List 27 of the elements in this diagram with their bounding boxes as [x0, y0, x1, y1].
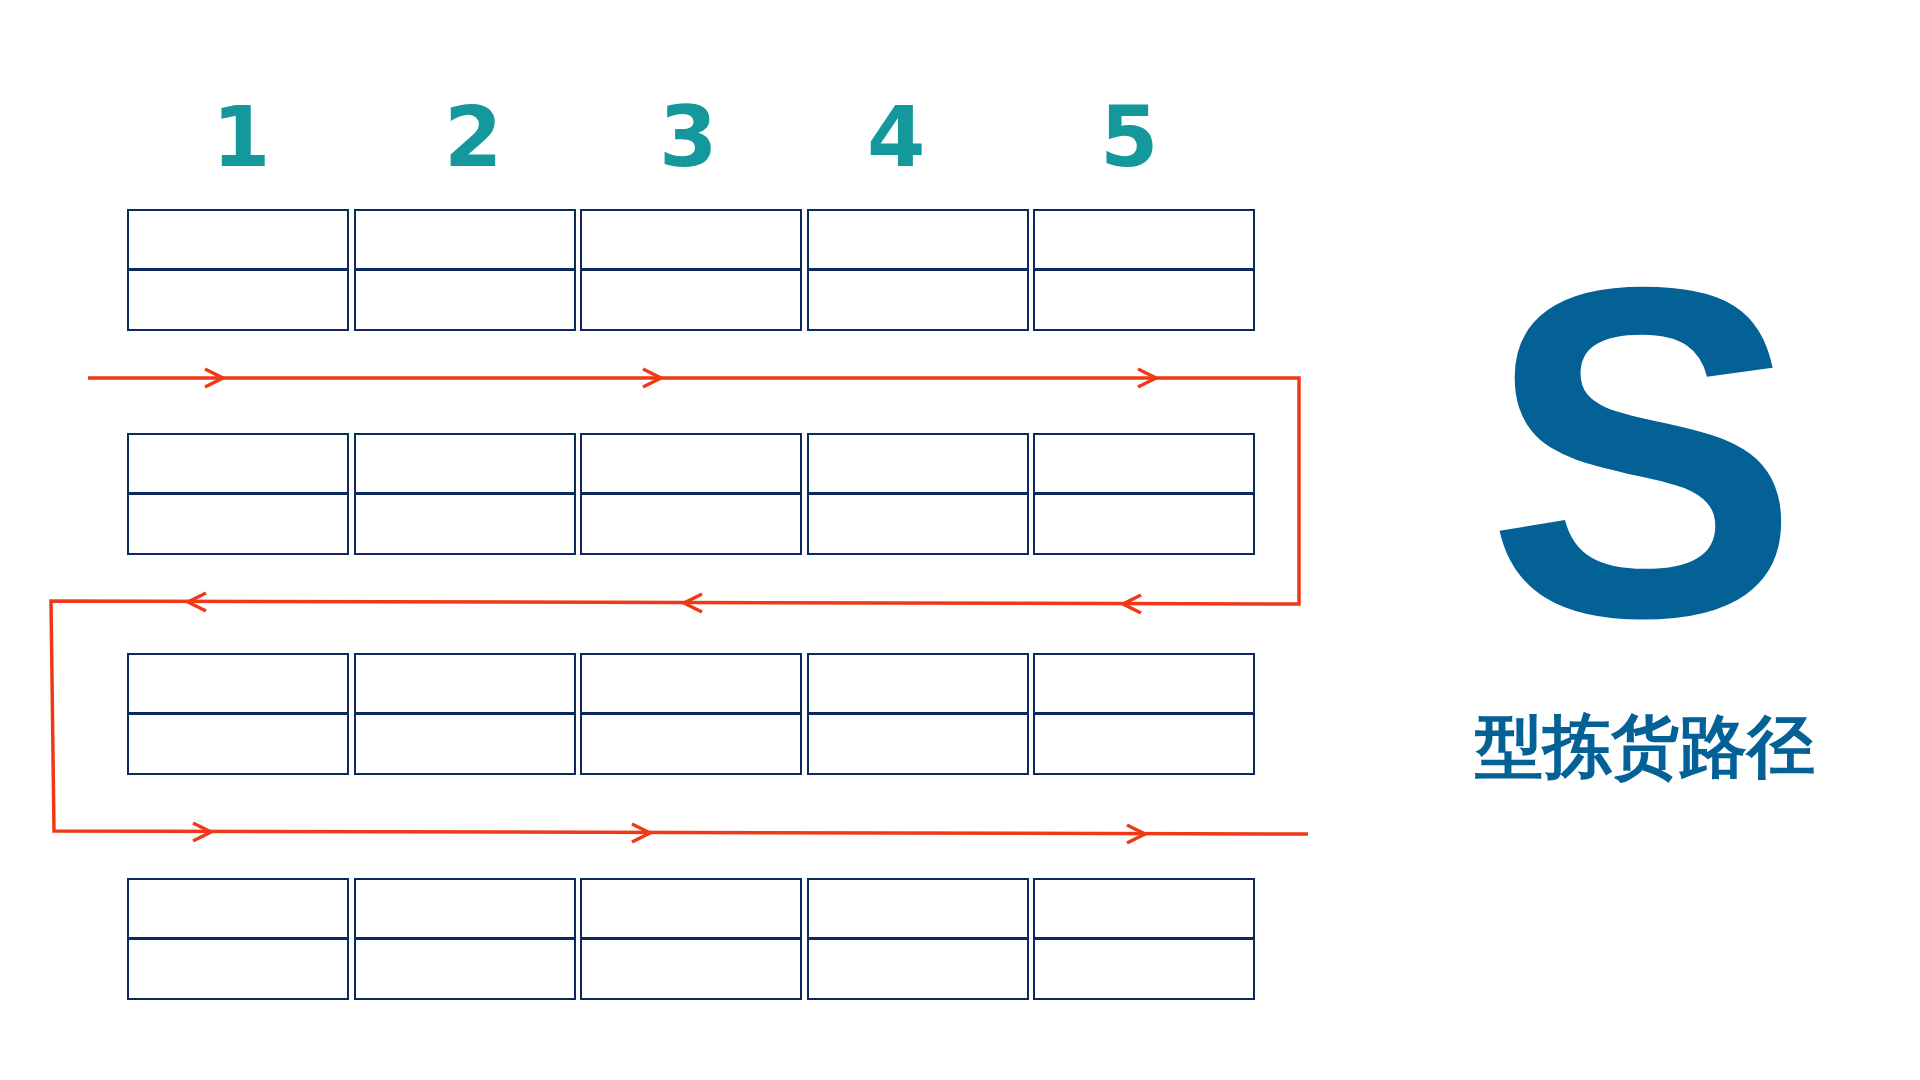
shelf-box	[807, 209, 1029, 331]
column-number: 3	[659, 95, 718, 179]
shelf-box	[580, 433, 802, 555]
shelf-box	[807, 878, 1029, 1000]
shelf-box	[354, 433, 576, 555]
column-number: 1	[212, 95, 271, 179]
shelf-box	[127, 878, 349, 1000]
shelf-box	[1033, 878, 1255, 1000]
shelf-box	[580, 209, 802, 331]
large-letter: S	[1486, 218, 1800, 688]
shelf-box	[354, 653, 576, 775]
shelf-box	[580, 878, 802, 1000]
column-number: 4	[867, 95, 926, 179]
column-number: 2	[444, 95, 503, 179]
shelf-box	[127, 209, 349, 331]
shelf-box	[1033, 209, 1255, 331]
shelf-box	[807, 433, 1029, 555]
shelf-box	[354, 878, 576, 1000]
caption-text: 型拣货路径	[1475, 713, 1815, 781]
shelf-box	[1033, 433, 1255, 555]
shelf-box	[127, 653, 349, 775]
column-number: 5	[1100, 95, 1159, 179]
shelf-box	[1033, 653, 1255, 775]
shelf-box	[580, 653, 802, 775]
shelf-box	[354, 209, 576, 331]
shelf-box	[807, 653, 1029, 775]
shelf-box	[127, 433, 349, 555]
